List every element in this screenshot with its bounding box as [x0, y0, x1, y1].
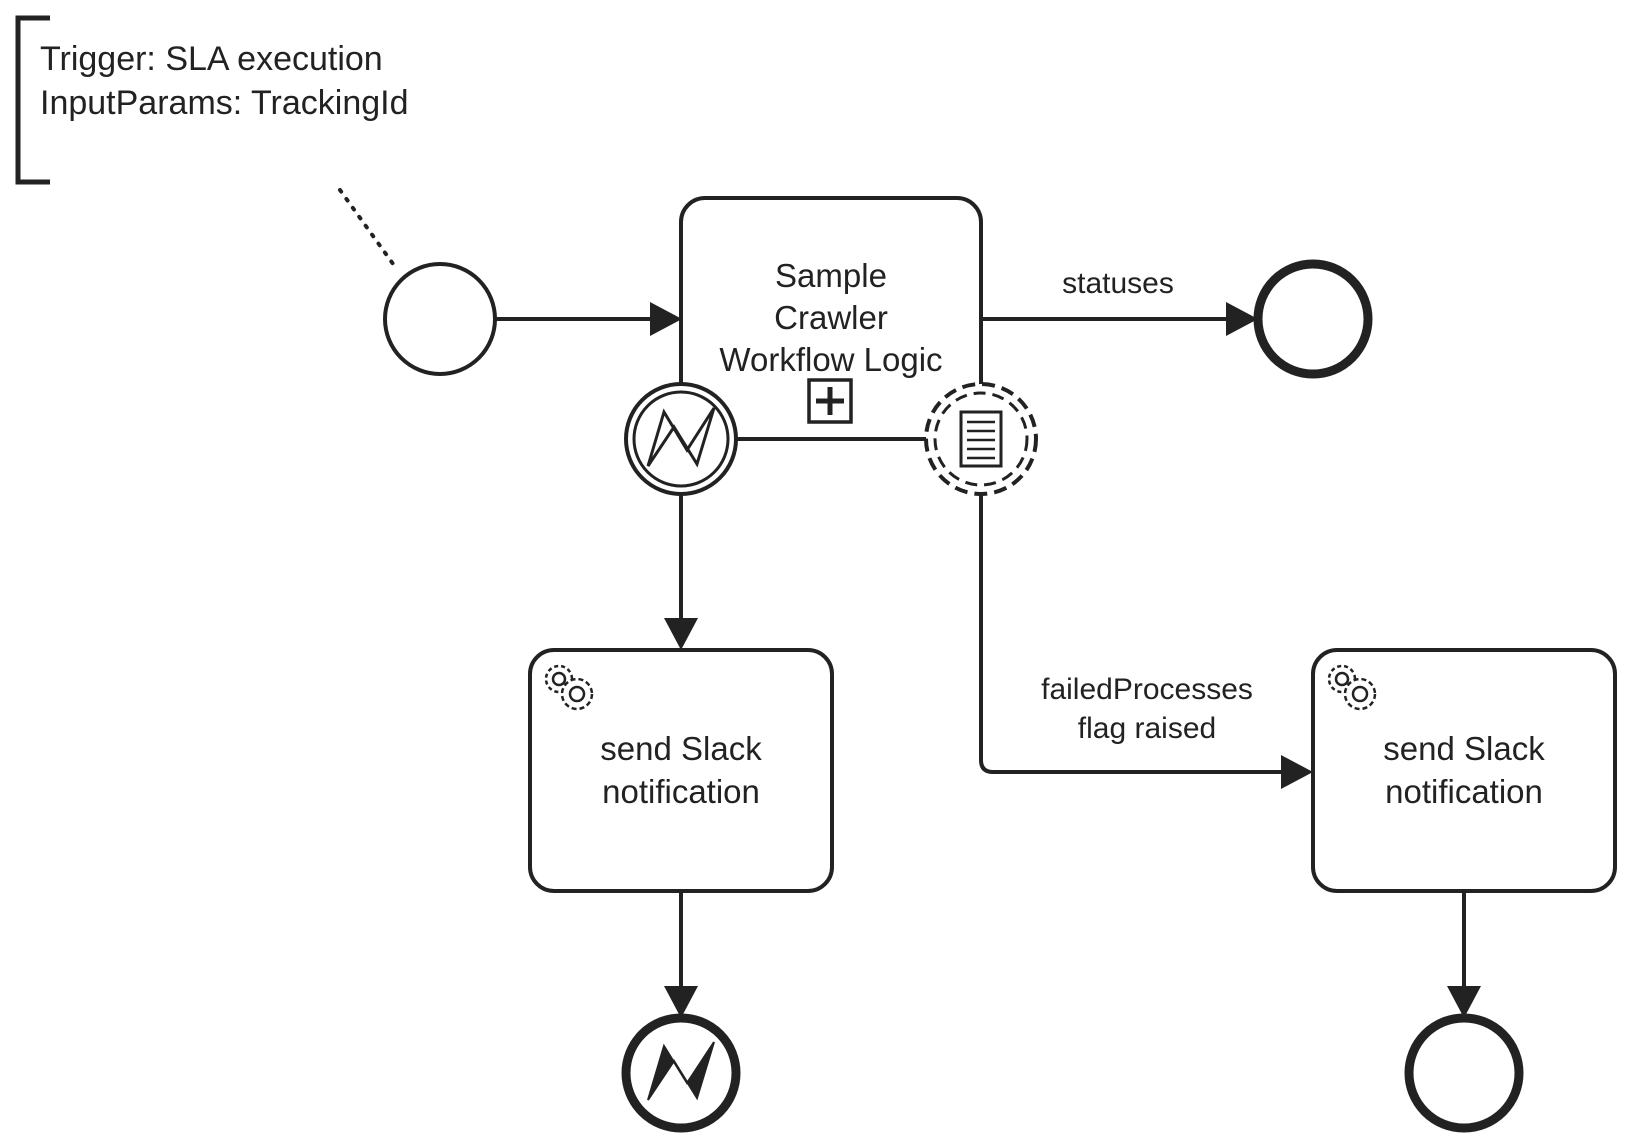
flow-failed-processes[interactable]: failedProcesses flag raised — [979, 494, 1313, 789]
conditional-boundary-event-icon[interactable] — [924, 382, 1038, 496]
service-task-right[interactable]: send Slack notification — [1311, 648, 1617, 893]
gear-icon — [1327, 664, 1377, 711]
task-left-label-line1: send Slack — [600, 730, 762, 767]
error-end-event-icon[interactable] — [621, 1013, 741, 1133]
end-event-icon[interactable] — [1404, 1013, 1524, 1133]
flow-task-left-to-error-end[interactable] — [664, 893, 698, 1018]
annotation-association[interactable] — [338, 188, 398, 270]
flow-start-to-subprocess[interactable] — [495, 302, 682, 336]
text-annotation[interactable]: Trigger: SLA execution InputParams: Trac… — [15, 15, 409, 185]
subprocess-label-line1: Sample — [775, 257, 887, 294]
flow-failed-label-line1: failedProcesses — [1041, 673, 1253, 706]
service-task-left[interactable]: send Slack notification — [528, 648, 834, 893]
start-event-icon[interactable] — [383, 262, 497, 376]
end-event-icon[interactable] — [1253, 259, 1373, 379]
gear-icon — [544, 664, 594, 711]
subprocess-crawler-workflow[interactable]: Sample Crawler Workflow Logic — [679, 196, 983, 441]
flow-failed-label-line2: flag raised — [1078, 712, 1216, 745]
error-boundary-event-icon[interactable] — [624, 382, 738, 496]
task-left-label-line2: notification — [602, 773, 760, 810]
task-right-label-line2: notification — [1385, 773, 1543, 810]
subprocess-label-line2: Crawler — [774, 299, 888, 336]
annotation-trigger-text: Trigger: SLA execution — [40, 40, 383, 78]
flow-error-to-task-left[interactable] — [664, 494, 698, 650]
flow-statuses[interactable]: statuses — [983, 267, 1258, 336]
flow-statuses-label: statuses — [1062, 267, 1174, 300]
annotation-params-text: InputParams: TrackingId — [40, 84, 409, 122]
subprocess-label-line3: Workflow Logic — [719, 341, 942, 378]
flow-task-right-to-end[interactable] — [1447, 893, 1481, 1018]
collapsed-subprocess-plus-icon — [807, 378, 853, 424]
task-right-label-line1: send Slack — [1383, 730, 1545, 767]
